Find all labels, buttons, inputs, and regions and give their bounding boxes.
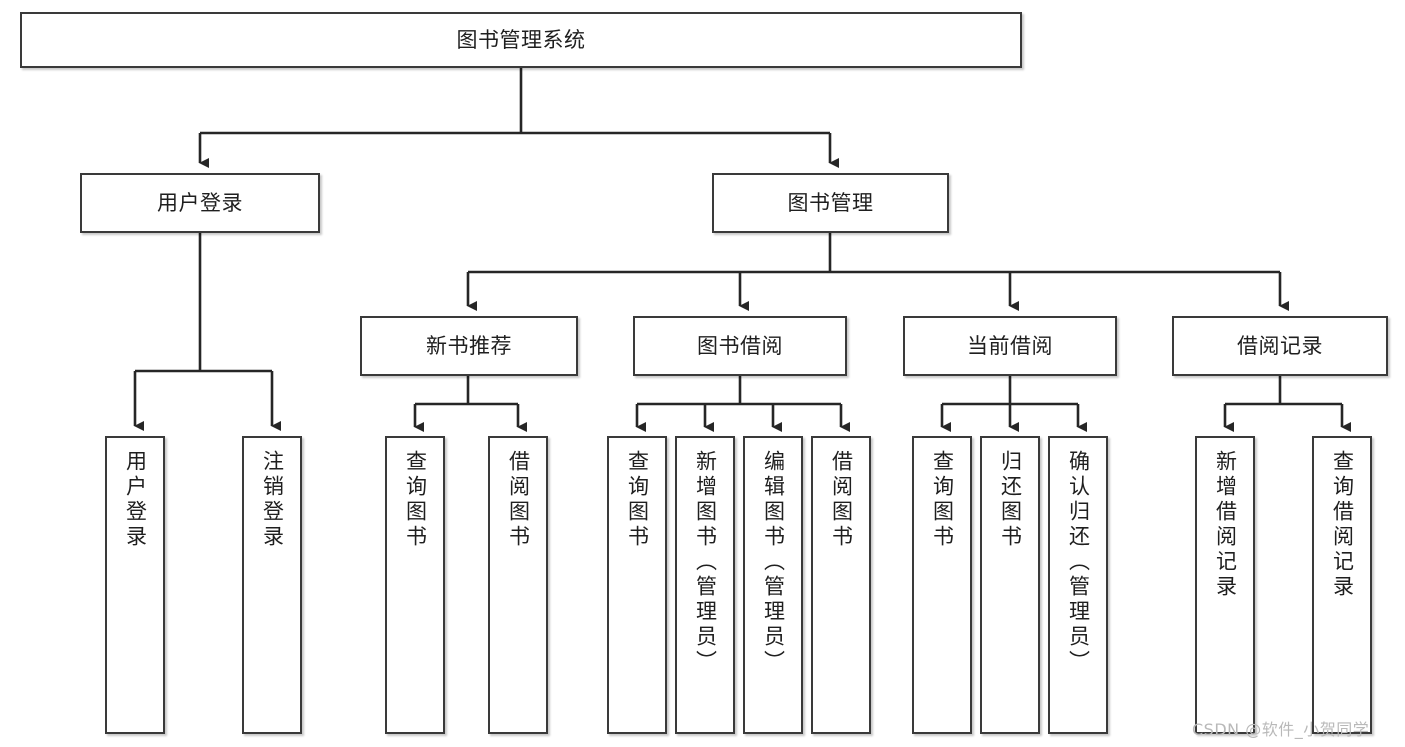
node-borrow-record[interactable]: 借阅记录	[1172, 316, 1388, 376]
node-label: 注销登录	[260, 450, 285, 550]
node-label: 借阅图书	[506, 450, 531, 550]
node-book-borrow[interactable]: 图书借阅	[633, 316, 847, 376]
leaf-book-borrow-edit[interactable]: 编辑图书（管理员）	[743, 436, 803, 734]
node-label: 归还图书	[998, 450, 1023, 550]
node-label: 查询图书	[625, 450, 650, 550]
node-label: 图书管理系统	[456, 27, 586, 52]
node-label: 新书推荐	[426, 333, 512, 358]
leaf-new-book-borrow[interactable]: 借阅图书	[488, 436, 548, 734]
node-label: 查询图书	[930, 450, 955, 550]
watermark-csdn: CSDN @软件_小贺同学	[1192, 720, 1370, 739]
node-label: 用户登录	[123, 450, 148, 550]
leaf-current-borrow-query[interactable]: 查询图书	[912, 436, 972, 734]
node-current-borrow[interactable]: 当前借阅	[903, 316, 1117, 376]
leaf-book-borrow-borrow[interactable]: 借阅图书	[811, 436, 871, 734]
node-root-system[interactable]: 图书管理系统	[20, 12, 1022, 68]
node-user-login[interactable]: 用户登录	[80, 173, 320, 233]
node-label: 新增借阅记录	[1213, 450, 1238, 600]
leaf-current-borrow-return[interactable]: 归还图书	[980, 436, 1040, 734]
node-label: 查询借阅记录	[1330, 450, 1355, 600]
leaf-new-book-query[interactable]: 查询图书	[385, 436, 445, 734]
leaf-user-login-logout[interactable]: 注销登录	[242, 436, 302, 734]
node-book-management[interactable]: 图书管理	[712, 173, 949, 233]
node-label: 查询图书	[403, 450, 428, 550]
node-label: 编辑图书（管理员）	[761, 450, 786, 675]
node-new-book-recommend[interactable]: 新书推荐	[360, 316, 578, 376]
node-label: 图书借阅	[697, 333, 783, 358]
node-label: 新增图书（管理员）	[693, 450, 718, 675]
node-label: 当前借阅	[967, 333, 1053, 358]
leaf-current-borrow-confirm-return[interactable]: 确认归还（管理员）	[1048, 436, 1108, 734]
leaf-book-borrow-query[interactable]: 查询图书	[607, 436, 667, 734]
leaf-book-borrow-add[interactable]: 新增图书（管理员）	[675, 436, 735, 734]
node-label: 图书管理	[787, 190, 874, 215]
leaf-borrow-record-add[interactable]: 新增借阅记录	[1195, 436, 1255, 734]
node-label: 借阅记录	[1237, 333, 1323, 358]
node-label: 用户登录	[157, 190, 243, 215]
node-label: 确认归还（管理员）	[1066, 450, 1091, 675]
leaf-user-login-login[interactable]: 用户登录	[105, 436, 165, 734]
node-label: 借阅图书	[829, 450, 854, 550]
leaf-borrow-record-query[interactable]: 查询借阅记录	[1312, 436, 1372, 734]
